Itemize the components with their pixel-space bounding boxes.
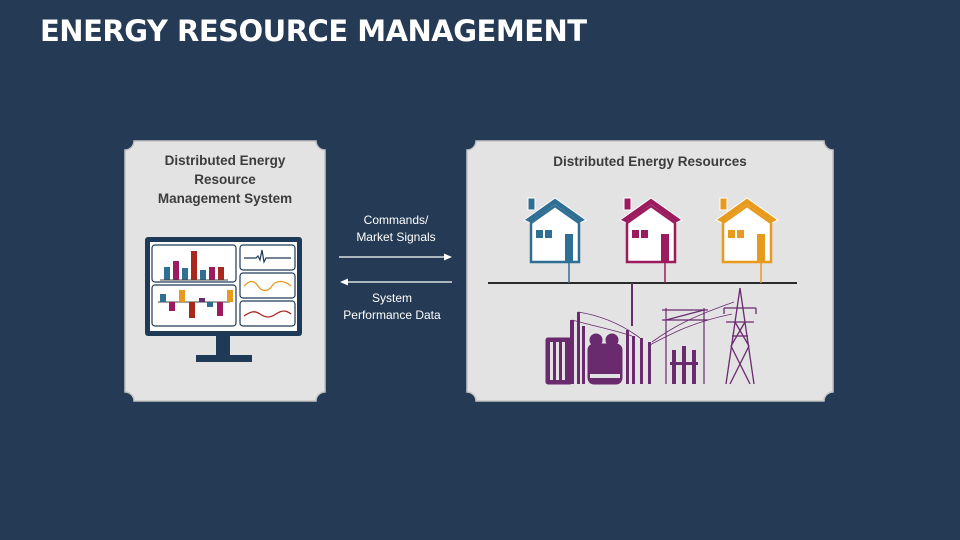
page-title: ENERGY RESOURCE MANAGEMENT	[40, 14, 587, 48]
performance-label: System Performance Data	[322, 290, 462, 324]
dermS-heading-line-1: Distributed Energy	[164, 153, 286, 168]
commands-label-line-1: Commands/	[363, 213, 429, 227]
house-magenta-icon	[619, 197, 683, 264]
pulse-line-icon	[244, 249, 291, 264]
performance-label-line-1: System	[371, 291, 412, 305]
commands-label: Commands/ Market Signals	[326, 212, 466, 246]
house-teal-icon	[523, 197, 587, 264]
dermS-heading-line-3: Management System	[157, 191, 293, 206]
grid-bus-icon	[488, 262, 797, 326]
commands-label-line-2: Market Signals	[356, 230, 436, 244]
dermS-heading: Distributed Energy Resource Management S…	[124, 151, 326, 208]
commands-arrow-right-icon	[339, 253, 452, 261]
substation-grid-icon	[545, 287, 757, 385]
wave-line-red-icon	[243, 310, 292, 318]
wave-line-orange-icon	[243, 280, 292, 292]
dermS-panel: Distributed Energy Resource Management S…	[124, 140, 326, 402]
monitor-dashboard-icon	[145, 237, 302, 362]
bar-chart-top-icon	[160, 251, 228, 281]
dermS-heading-line-2: Resource	[194, 172, 256, 187]
performance-label-line-2: Performance Data	[343, 308, 441, 322]
bar-chart-bottom-icon	[158, 290, 233, 318]
der-heading: Distributed Energy Resources	[553, 154, 747, 169]
performance-arrow-left-icon	[340, 278, 452, 286]
der-panel: Distributed Energy Resources	[466, 140, 834, 402]
house-orange-icon	[715, 197, 779, 264]
